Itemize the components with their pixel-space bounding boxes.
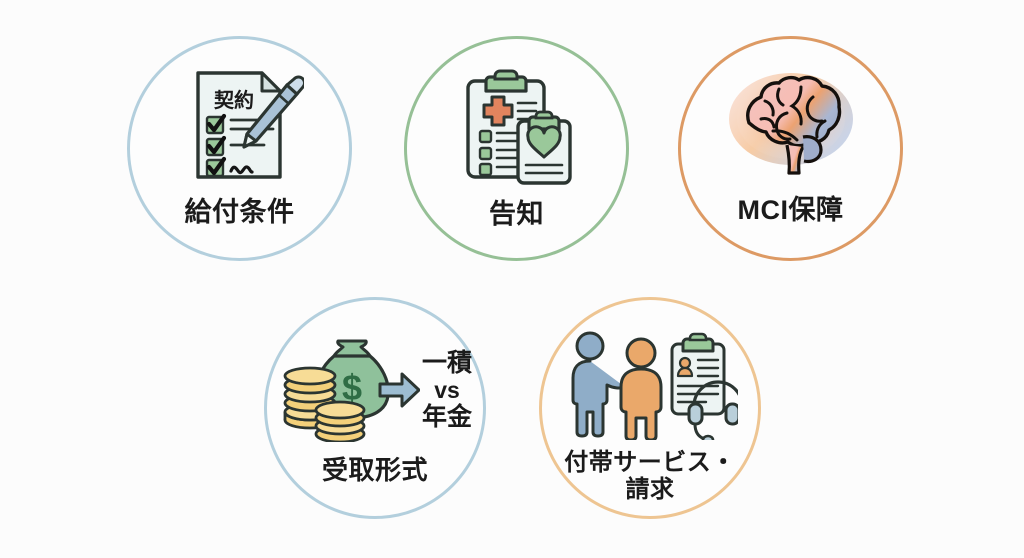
- coins-money-bag-arrow-icon: $: [278, 338, 420, 442]
- payout-comparison: 一積 vs 年金: [421, 348, 472, 432]
- payout-versus-label: vs: [434, 376, 460, 403]
- payout-option-annuity: 年金: [421, 403, 472, 432]
- medical-clipboards-icon: [456, 65, 578, 187]
- node-payout-type[interactable]: $: [264, 297, 486, 519]
- node-label-mci-coverage: MCI保障: [737, 195, 844, 225]
- svg-text:$: $: [342, 367, 362, 408]
- svg-text:契約: 契約: [213, 88, 254, 112]
- people-clipboard-headset-icon: [562, 330, 738, 440]
- payout-option-lump-sum: 一積: [421, 348, 472, 377]
- contract-document-checklist-pen-icon: 契約: [176, 65, 304, 187]
- node-services-claim[interactable]: 付帯サービス・ 請求: [539, 297, 761, 519]
- node-label-benefit-conditions: 給付条件: [184, 197, 295, 227]
- node-mci-coverage[interactable]: MCI保障: [678, 36, 903, 261]
- node-label-services-claim: 付帯サービス・ 請求: [564, 449, 736, 503]
- node-label-disclosure: 告知: [489, 199, 544, 229]
- node-label-payout-type: 受取形式: [321, 455, 428, 485]
- brain-icon: [725, 69, 857, 187]
- node-benefit-conditions[interactable]: 契約: [127, 36, 352, 261]
- node-disclosure[interactable]: 告知: [404, 36, 629, 261]
